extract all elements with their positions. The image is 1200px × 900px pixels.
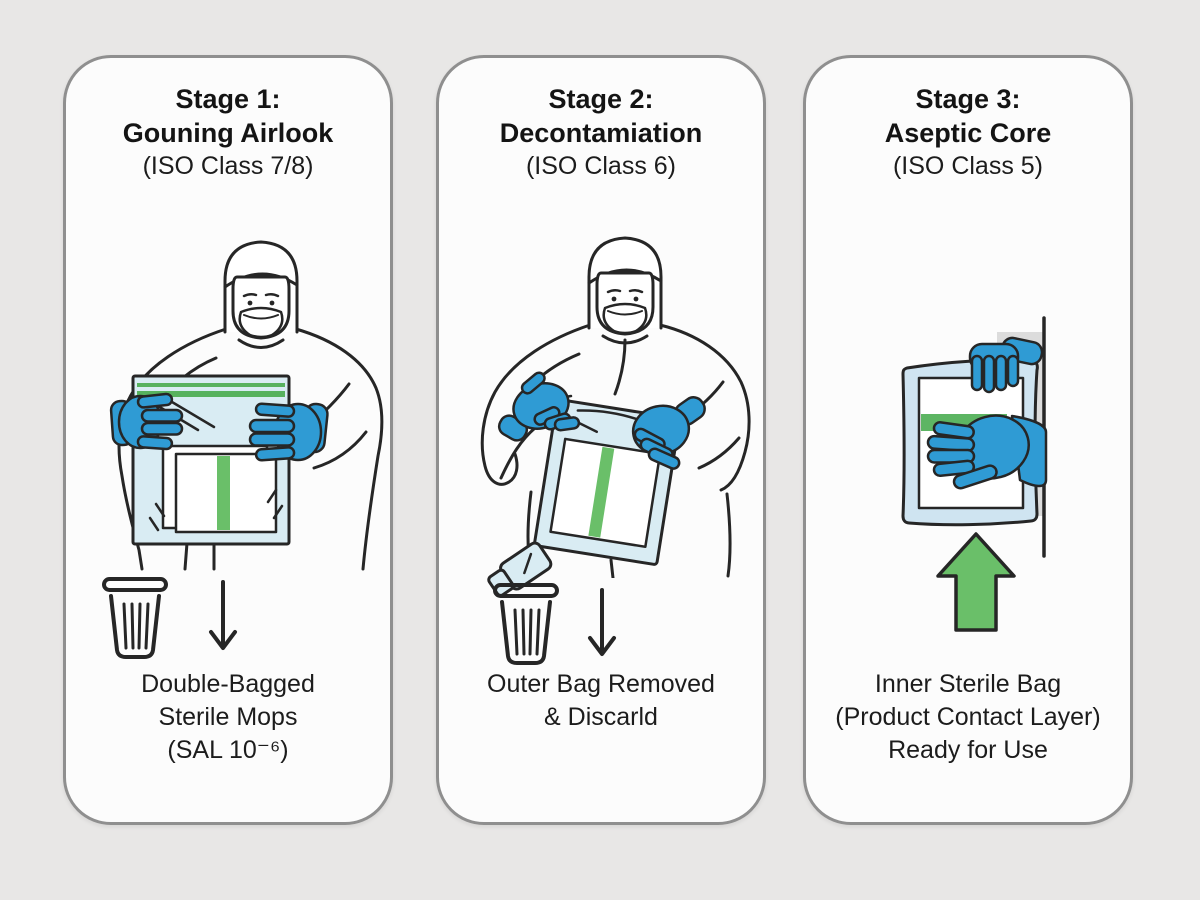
hooded-head (587, 236, 663, 336)
inner-pack-green-stripe (217, 456, 230, 530)
stage-name: Decontamiation (499, 118, 703, 148)
iso-class: (ISO Class 6) (525, 152, 677, 180)
caption-line: (Product Contact Layer) (835, 703, 1101, 731)
left-glove (109, 392, 184, 451)
stage-1-title: Stage 1: Gouning Airlook (ISO Class 7/8) (66, 82, 390, 183)
stage-number: Stage 1: (175, 84, 281, 114)
glove-front-arm (926, 414, 1048, 490)
caption-line: Outer Bag Removed (487, 670, 715, 698)
bag-seal-stripe (137, 391, 285, 397)
caption-line: Inner Sterile Bag (874, 670, 1062, 698)
trash-can-icon (102, 577, 168, 659)
stage-3-title: Stage 3: Aseptic Core (ISO Class 5) (806, 82, 1130, 183)
iso-class: (ISO Class 5) (892, 152, 1044, 180)
arrow-down-icon (588, 588, 616, 656)
stage-2-title: Stage 2: Decontamiation (ISO Class 6) (439, 82, 763, 183)
stage-2-panel: Stage 2: Decontamiation (ISO Class 6) (436, 55, 766, 825)
trash-can-with-discarded-bag-icon (487, 541, 559, 665)
stage-3-caption: Inner Sterile Bag (Product Contact Layer… (806, 668, 1130, 767)
arrow-up-icon (936, 532, 1016, 632)
bag-seal-stripe (137, 383, 285, 387)
stage-name: Aseptic Core (884, 118, 1052, 148)
caption-line: Ready for Use (888, 736, 1048, 764)
right-glove (248, 402, 329, 462)
trash-can-icon (493, 583, 559, 665)
caption-line: & Discarld (544, 703, 658, 731)
stage-number: Stage 3: (915, 84, 1021, 114)
stage-1-panel: Stage 1: Gouning Airlook (ISO Class 7/8) (63, 55, 393, 825)
stage-number: Stage 2: (548, 84, 654, 114)
stage-3-pass-through-illustration (901, 316, 1048, 558)
inner-pack-green-stripe (588, 446, 615, 538)
caption-line: Double-Bagged (141, 670, 315, 698)
stage-1-caption: Double-Bagged Sterile Mops (SAL 10⁻⁶) (66, 668, 390, 767)
caption-line: Sterile Mops (158, 703, 298, 731)
stage-2-caption: Outer Bag Removed & Discarld (439, 668, 763, 734)
glove-top (968, 336, 1044, 394)
stage-3-panel: Stage 3: Aseptic Core (ISO Class 5) (803, 55, 1133, 825)
iso-class: (ISO Class 7/8) (142, 152, 314, 180)
stage-1-operator-illustration (109, 240, 384, 571)
cleanroom-operator (117, 240, 384, 571)
arrow-down-icon (209, 580, 237, 650)
caption-line: (SAL 10⁻⁶) (167, 736, 289, 764)
left-glove (497, 371, 581, 442)
stage-name: Gouning Airlook (122, 118, 334, 148)
discarded-outer-bag (487, 541, 553, 597)
stage-2-operator-illustration (480, 236, 751, 578)
right-glove (631, 396, 706, 470)
hooded-head (223, 240, 299, 340)
